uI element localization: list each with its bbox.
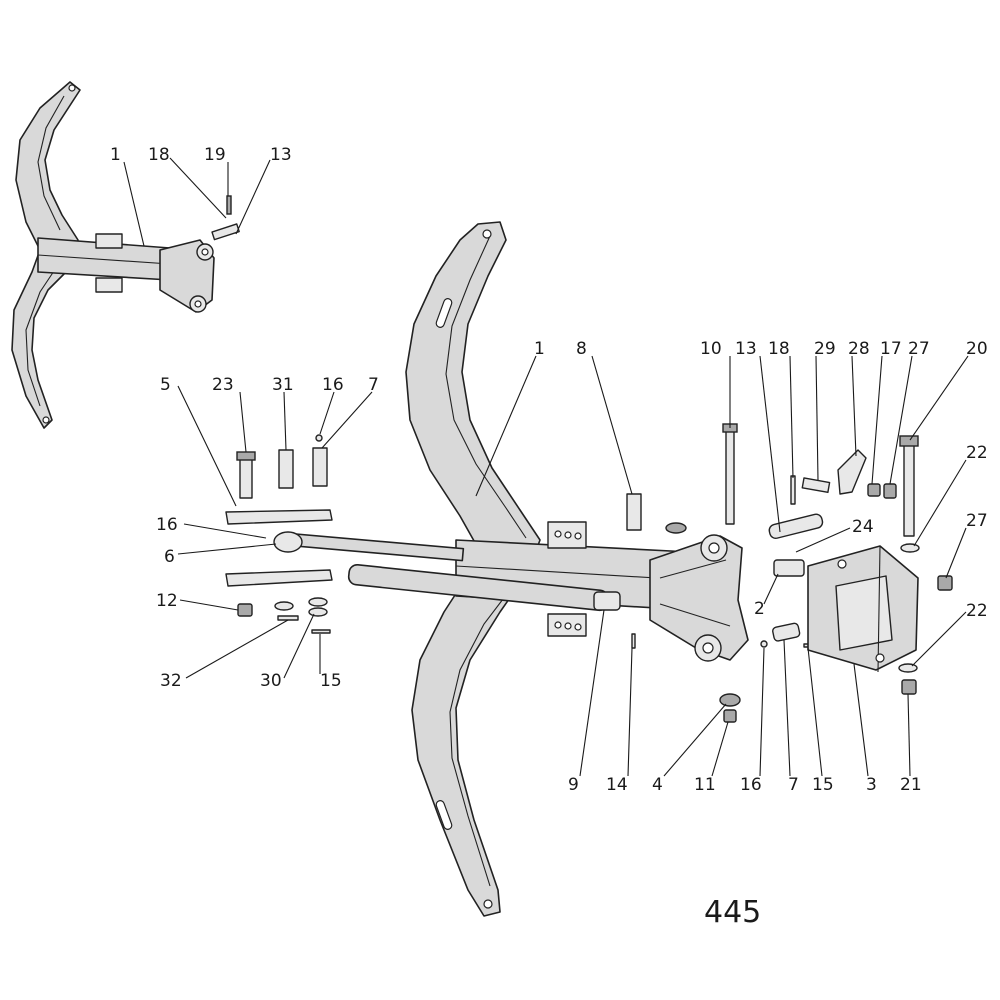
washer-4 (719, 693, 741, 707)
bolt-20 (903, 443, 915, 537)
nut-27a (883, 483, 897, 499)
callout-31: 31 (272, 375, 294, 395)
callout-detail-1: 1 (110, 145, 121, 165)
pin-13 (768, 513, 824, 540)
bolt-23 (239, 455, 253, 499)
callout-1: 1 (534, 339, 545, 359)
sleeve-31 (278, 449, 294, 489)
callout-detail-13: 13 (270, 145, 292, 165)
callout-10: 10 (700, 339, 722, 359)
callout-23: 23 (212, 375, 234, 395)
callout-30: 30 (260, 671, 282, 691)
plate-28 (837, 449, 867, 495)
callout-22a: 22 (966, 443, 988, 463)
callout-27a: 27 (908, 339, 930, 359)
washer-30 (308, 597, 328, 607)
callout-18: 18 (768, 339, 790, 359)
callout-17: 17 (880, 339, 902, 359)
pin-18 (790, 475, 796, 505)
rod-6 (294, 533, 465, 562)
callout-9: 9 (568, 775, 579, 795)
callout-14: 14 (606, 775, 628, 795)
lower-link-5 (225, 569, 333, 587)
main-frame (405, 221, 749, 917)
callout-labels: 1 18 19 13 1 8 10 13 18 29 28 17 27 20 2… (110, 145, 988, 795)
pin-32 (277, 615, 299, 621)
washer-22b (898, 663, 918, 673)
bolt-10 (725, 429, 735, 525)
page-number: 445 (704, 895, 761, 930)
callout-21: 21 (900, 775, 922, 795)
callout-3: 3 (866, 775, 877, 795)
callout-16a: 16 (322, 375, 344, 395)
callout-12: 12 (156, 591, 178, 611)
leader-lines (123, 157, 969, 777)
bushing-8 (626, 493, 642, 531)
sleeve-7b (772, 622, 801, 642)
sleeve-7a (312, 447, 328, 487)
callout-13: 13 (735, 339, 757, 359)
callout-16c: 16 (740, 775, 762, 795)
callout-8: 8 (576, 339, 587, 359)
callout-15b: 15 (812, 775, 834, 795)
callout-32: 32 (160, 671, 182, 691)
pin-16c (760, 640, 768, 648)
callout-11: 11 (694, 775, 716, 795)
callout-29: 29 (814, 339, 836, 359)
bolt-29 (801, 477, 831, 494)
callout-7a: 7 (368, 375, 379, 395)
callout-detail-19: 19 (204, 145, 226, 165)
callout-4: 4 (652, 775, 663, 795)
callout-28: 28 (848, 339, 870, 359)
callout-16b: 16 (156, 515, 178, 535)
detail-pin (211, 223, 240, 241)
washer-22a (900, 543, 920, 553)
callout-2: 2 (754, 599, 765, 619)
nut-27b (937, 575, 953, 591)
callout-20: 20 (966, 339, 988, 359)
callout-detail-18: 18 (148, 145, 170, 165)
detail-assembly (11, 81, 240, 429)
nut-17 (867, 483, 881, 497)
callout-7b: 7 (788, 775, 799, 795)
clevis-2 (773, 559, 805, 577)
link-arms (225, 509, 621, 612)
nut-11 (723, 709, 737, 723)
nut-21 (901, 679, 917, 695)
callout-15a: 15 (320, 671, 342, 691)
callout-22b: 22 (966, 601, 988, 621)
hardware (236, 423, 953, 723)
nut-12 (237, 603, 253, 617)
upper-link-5 (225, 509, 333, 525)
pin-14 (631, 633, 636, 649)
pin-16a (315, 434, 323, 442)
callout-5: 5 (160, 375, 171, 395)
callout-24: 24 (852, 517, 874, 537)
main-head-bracket (649, 535, 749, 661)
callout-6: 6 (164, 547, 175, 567)
pin-15a (311, 629, 331, 634)
callout-27b: 27 (966, 511, 988, 531)
